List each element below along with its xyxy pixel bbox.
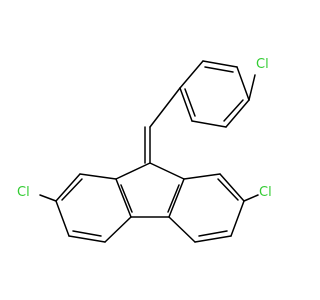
double-bond-inner bbox=[120, 184, 133, 213]
bond bbox=[104, 216, 132, 243]
bond bbox=[149, 162, 185, 180]
double-bond-inner bbox=[198, 230, 228, 237]
double-bond-inner bbox=[72, 230, 102, 237]
bond bbox=[115, 178, 132, 218]
molecule-svg: Cl Cl Cl bbox=[17, 57, 272, 243]
bond bbox=[183, 173, 221, 180]
bond bbox=[202, 60, 238, 68]
bond bbox=[230, 200, 245, 237]
chlorine-atom-label: Cl bbox=[17, 185, 30, 200]
bond bbox=[191, 120, 227, 128]
chlorine-atom-label: Cl bbox=[259, 185, 272, 200]
methylidene-linker bbox=[144, 87, 181, 164]
chlorophenyl-ring bbox=[179, 60, 256, 128]
chlorine-atom-label: Cl bbox=[256, 57, 269, 72]
bond bbox=[236, 66, 250, 101]
bond bbox=[55, 173, 81, 202]
bond bbox=[219, 173, 245, 202]
bond bbox=[168, 216, 196, 243]
bond-to-cl bbox=[243, 194, 259, 202]
double-bond-inner bbox=[223, 99, 244, 122]
bond bbox=[115, 162, 151, 180]
double-bond-inner bbox=[204, 66, 234, 73]
bond bbox=[179, 87, 193, 122]
bond bbox=[225, 99, 250, 128]
bond bbox=[194, 235, 232, 243]
bond bbox=[79, 173, 117, 180]
bond bbox=[55, 200, 70, 237]
left-benzo-ring bbox=[39, 173, 133, 243]
bond bbox=[179, 60, 204, 89]
bond bbox=[68, 235, 106, 243]
double-bond-inner bbox=[184, 88, 196, 117]
double-bond-inner bbox=[217, 178, 239, 201]
bond bbox=[149, 87, 181, 128]
bond-to-cl bbox=[39, 194, 57, 202]
bond-to-cl bbox=[248, 74, 256, 101]
molecule-diagram: Cl Cl Cl bbox=[17, 57, 272, 243]
bond bbox=[168, 178, 185, 218]
double-bond-inner bbox=[167, 184, 180, 213]
double-bond-inner bbox=[61, 178, 83, 201]
right-benzo-ring bbox=[167, 173, 259, 243]
fluorene-five-ring bbox=[115, 162, 185, 218]
